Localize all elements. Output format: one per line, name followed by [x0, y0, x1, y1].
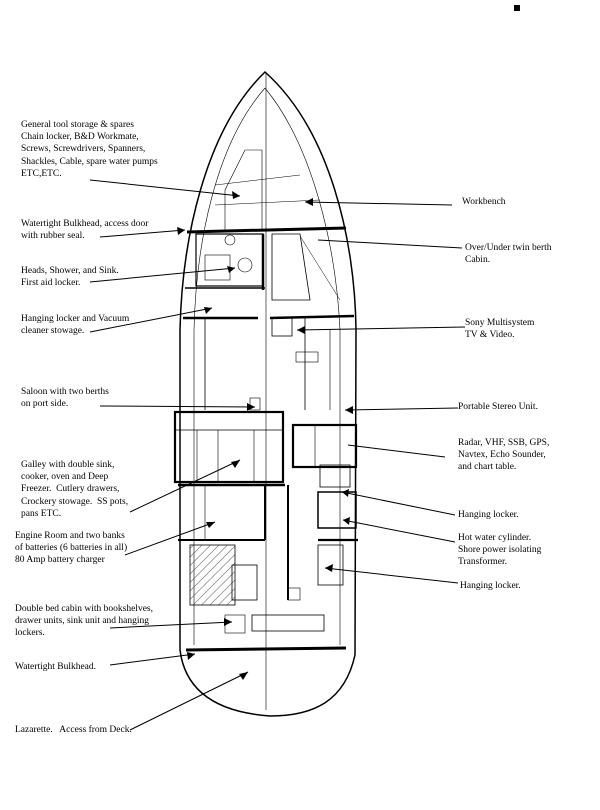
- label-watertight-bulkhead-forward: Watertight Bulkhead, access door with ru…: [21, 219, 149, 242]
- label-watertight-bulkhead-aft: Watertight Bulkhead.: [15, 662, 97, 672]
- label-workbench: Workbench: [462, 197, 506, 207]
- label-stereo: Portable Stereo Unit.: [458, 402, 538, 412]
- bulkhead-aft: [185, 646, 347, 652]
- label-hanging-locker-2: Hanging locker.: [460, 581, 521, 591]
- label-hanging-locker-vacuum: Hanging locker and Vacuum cleaner stowag…: [21, 314, 130, 337]
- label-sony-tv: Sony Multisystem TV & Video.: [465, 318, 535, 341]
- label-saloon: Saloon with two berths on port side.: [21, 387, 109, 410]
- label-hanging-locker-1: Hanging locker.: [458, 510, 519, 520]
- label-tool-storage: General tool storage & spares Chain lock…: [21, 120, 158, 179]
- hull-outline: [179, 70, 357, 717]
- aft-bed-hatched: [189, 544, 236, 606]
- bulkhead-forward: [186, 226, 347, 234]
- label-lazarette: Lazarette. Access from Deck.: [15, 725, 132, 735]
- hull-inner-line: [193, 87, 266, 645]
- label-nav-electronics: Radar, VHF, SSB, GPS, Navtex, Echo Sound…: [458, 438, 550, 473]
- label-heads: Heads, Shower, and Sink. First aid locke…: [21, 266, 119, 289]
- label-twin-berth: Over/Under twin berth Cabin.: [465, 243, 552, 266]
- corner-mark: [514, 5, 520, 11]
- label-galley: Galley with double sink, cooker, oven an…: [21, 460, 129, 519]
- label-hot-water: Hot water cylinder. Shore power isolatin…: [458, 533, 542, 568]
- galley-block: [173, 410, 285, 484]
- label-double-bed-cabin: Double bed cabin with bookshelves, drawe…: [15, 604, 153, 639]
- heads-compartment: [195, 233, 264, 287]
- nav-station: [291, 423, 358, 469]
- label-engine-room: Engine Room and two banks of batteries (…: [15, 531, 128, 566]
